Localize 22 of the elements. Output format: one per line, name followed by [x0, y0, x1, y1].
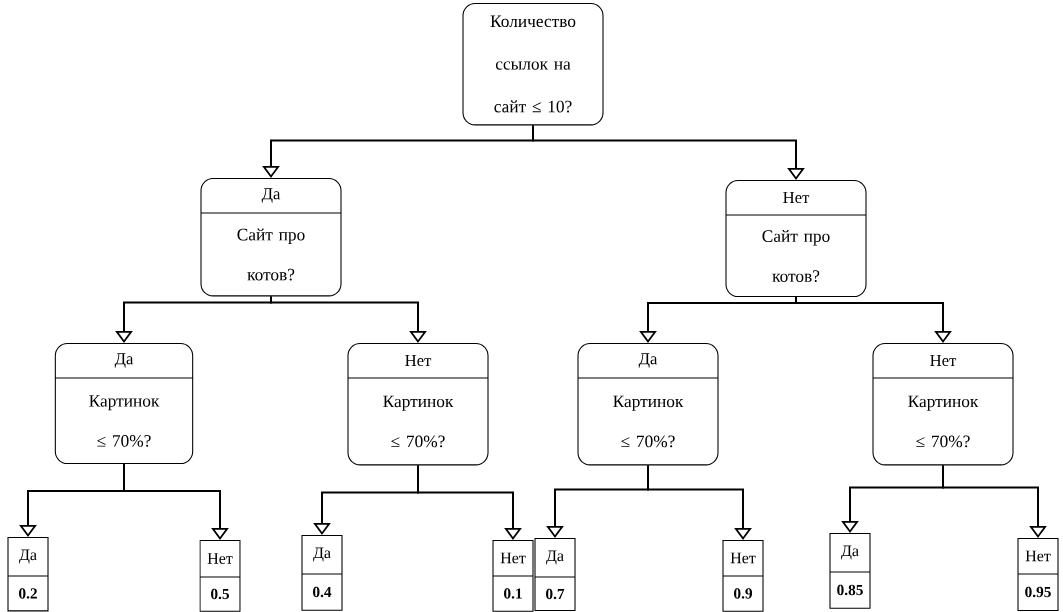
- leaf-box: Нет 0.95: [1017, 538, 1059, 612]
- decision-box: Да Картинок ≤ 70%?: [54, 343, 194, 465]
- decision-box: Нет Картинок ≤ 70%?: [347, 343, 489, 466]
- leaf-box: Да 0.85: [829, 533, 871, 609]
- decision-box: Количество ссылок на сайт ≤ 10?: [462, 3, 604, 126]
- arrow: [647, 464, 752, 540]
- arrow: [795, 296, 952, 343]
- leaf-box: Нет 0.1: [492, 540, 534, 612]
- arrow: [532, 124, 805, 180]
- decision-box: Да Сайт про котов?: [200, 178, 342, 297]
- leaf-box: Нет 0.9: [722, 540, 764, 612]
- arrow: [417, 464, 522, 540]
- arrow: [123, 463, 229, 540]
- decision-box: Да Картинок ≤ 70%?: [577, 343, 719, 466]
- arrow: [942, 464, 1047, 538]
- leaf-box: Да 0.2: [7, 537, 49, 612]
- arrow: [270, 295, 427, 343]
- decision-box: Нет Картинок ≤ 70%?: [872, 343, 1014, 466]
- leaf-box: Да 0.7: [534, 538, 576, 612]
- leaf-box: Нет 0.5: [199, 540, 241, 612]
- decision-box: Нет Сайт про котов?: [725, 180, 867, 298]
- leaf-box: Да 0.4: [301, 535, 343, 611]
